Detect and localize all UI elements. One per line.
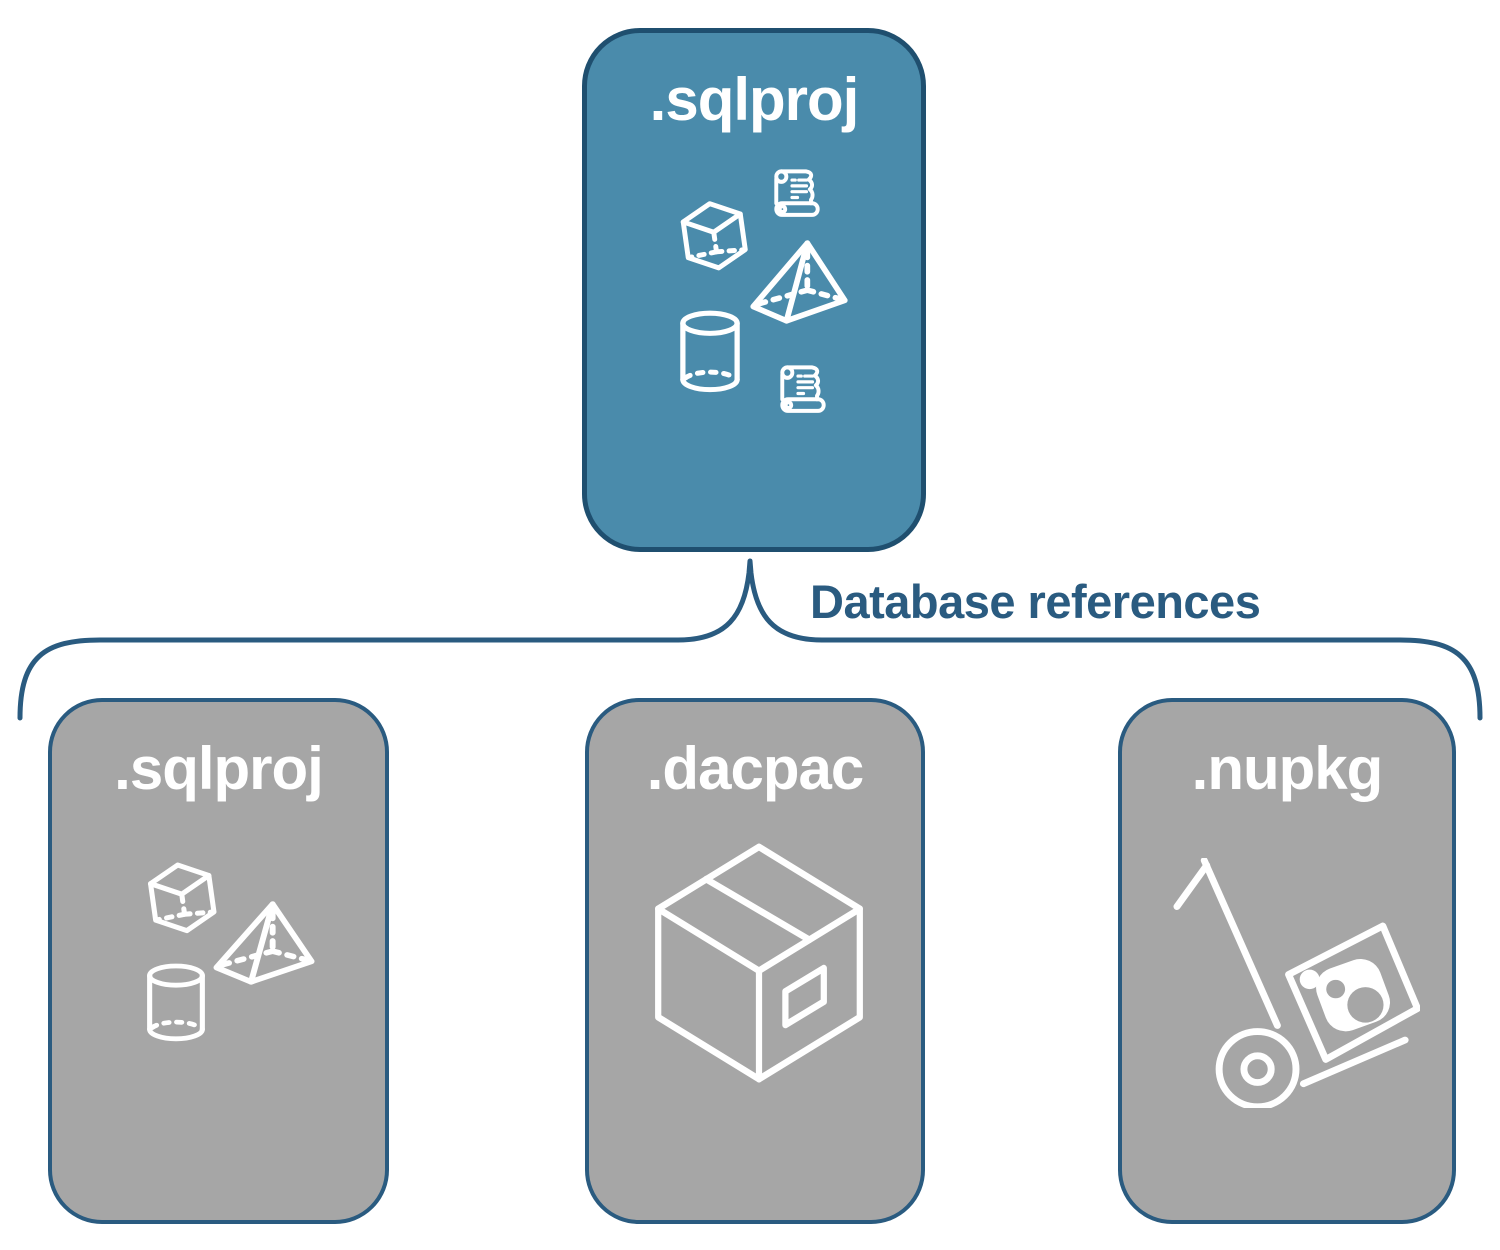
node-child-nupkg: .nupkg	[1118, 698, 1456, 1224]
node-child-sqlproj: .sqlproj	[48, 698, 389, 1224]
pyramid-icon	[210, 898, 318, 990]
scroll-icon	[775, 361, 831, 419]
cylinder-icon	[142, 962, 210, 1042]
node-label: .nupkg	[1191, 735, 1384, 802]
pyramid-icon	[747, 237, 851, 329]
nuget-dolly-icon	[1172, 858, 1420, 1108]
scroll-icon	[769, 165, 825, 223]
brace-connector	[17, 558, 1483, 721]
cylinder-icon	[675, 309, 745, 393]
node-label: .dacpac	[646, 735, 864, 802]
node-label: .sqlproj	[114, 735, 324, 802]
node-root-sqlproj: .sqlproj	[582, 28, 926, 552]
package-box-icon	[639, 834, 879, 1092]
node-child-dacpac: .dacpac	[585, 698, 925, 1224]
connector-label: Database references	[810, 575, 1261, 628]
node-label: .sqlproj	[649, 66, 860, 133]
